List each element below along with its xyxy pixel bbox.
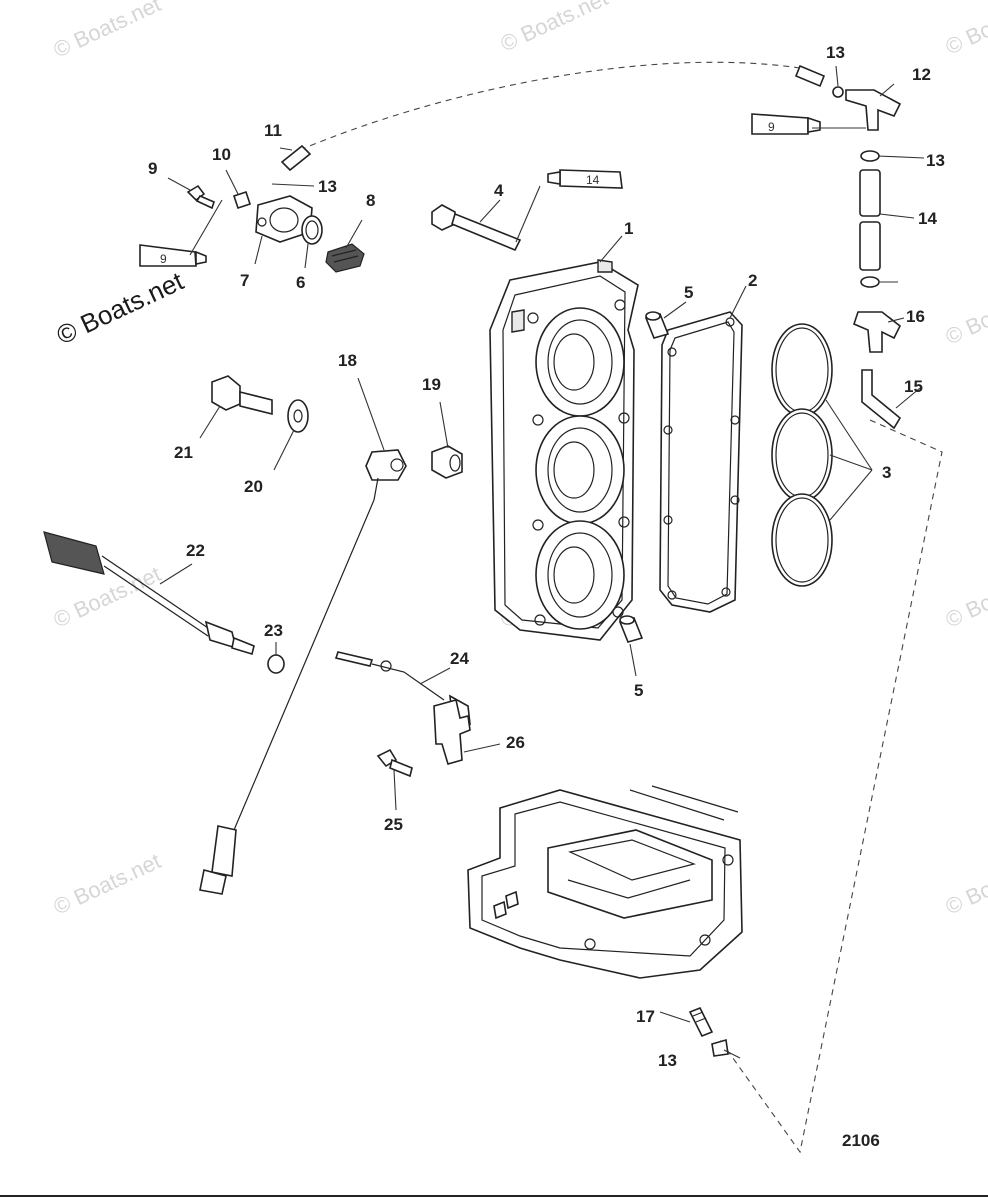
drawing-number: 2106	[842, 1131, 880, 1150]
o-ring-23	[267, 654, 285, 674]
nut-19	[431, 445, 463, 479]
thermostat-seal	[301, 215, 323, 245]
watermark-bottom-left: © Boats.net	[50, 848, 165, 919]
clamp-upper	[860, 150, 880, 162]
watermark-mid-right: © Boats.net	[942, 278, 988, 349]
hose-routing-line-top	[299, 61, 801, 151]
callout-19: 19	[422, 375, 441, 394]
screw-25	[376, 748, 413, 778]
o-rings	[771, 323, 833, 587]
callout-12: 12	[912, 65, 931, 84]
adapter-plate	[467, 785, 743, 979]
leader-lines	[159, 65, 925, 1059]
callout-2: 2	[748, 271, 757, 290]
callout-3: 3	[882, 463, 891, 482]
callout-26: 26	[506, 733, 525, 752]
watermark-prominent: © Boats.net	[52, 265, 189, 350]
callout-18: 18	[338, 351, 357, 370]
washer-20	[287, 399, 309, 433]
long-bolt	[431, 204, 522, 252]
tee-fitting-16	[853, 311, 902, 353]
watermark-bottom-right: © Boats.net	[942, 848, 988, 919]
bracket-26	[433, 699, 471, 765]
watermark-top-left: © Boats.net	[50, 0, 165, 63]
watermark-top-right: © Boats.net	[942, 0, 988, 60]
watermark-top-center: © Boats.net	[497, 0, 612, 57]
callout-25: 25	[384, 815, 403, 834]
callout-10: 10	[212, 145, 231, 164]
fitting-small	[232, 190, 252, 210]
callout-11: 11	[264, 121, 282, 140]
tee-fitting-12	[845, 89, 902, 131]
clamp-top	[832, 86, 844, 98]
clamp-lower	[860, 276, 880, 288]
temperature-sensor-harness	[43, 531, 255, 656]
cylinder-head-cover	[489, 259, 639, 641]
callout-17: 17	[636, 1007, 655, 1026]
hose-14	[859, 169, 881, 271]
callouts: 1 2 3 4 5 5 6 7 8 9 10 11 12 13 13 13 13…	[148, 43, 945, 1070]
callout-13-top: 13	[826, 43, 845, 62]
sealant-tube-9-left: 9	[139, 244, 207, 267]
callout-9: 9	[148, 159, 157, 178]
knock-sensor	[199, 449, 407, 895]
callout-7: 7	[240, 271, 249, 290]
hose-routing-line-right	[719, 419, 943, 1154]
watermark-mid-left: © Boats.net	[50, 561, 165, 632]
bolt-21	[211, 375, 273, 416]
callout-20: 20	[244, 477, 263, 496]
callout-1: 1	[624, 219, 633, 238]
clamp-bottom	[711, 1038, 729, 1057]
callout-15: 15	[904, 377, 923, 396]
callout-21: 21	[174, 443, 193, 462]
fitting-17	[688, 1006, 714, 1038]
sealant-tube-14: 14	[547, 169, 623, 189]
dowel-pin-lower	[618, 615, 644, 643]
callout-16: 16	[906, 307, 925, 326]
housing-screw	[186, 184, 215, 210]
hose-short	[280, 144, 312, 172]
callout-24: 24	[450, 649, 469, 668]
sealant-tube-9-right: 9	[751, 113, 821, 135]
callout-5-lower: 5	[634, 681, 643, 700]
sealant-tube-9-left-label: 9	[160, 252, 167, 266]
callout-6: 6	[296, 273, 305, 292]
callout-23: 23	[264, 621, 283, 640]
watermark-mid-right-2: © Boats.net	[942, 561, 988, 632]
thermostat	[325, 243, 365, 273]
cover-gasket	[659, 311, 743, 613]
callout-14: 14	[918, 209, 937, 228]
sealant-tube-14-label: 14	[586, 173, 600, 187]
callout-8: 8	[366, 191, 375, 210]
callout-13-bottom: 13	[658, 1051, 677, 1070]
callout-13-left: 13	[318, 177, 337, 196]
callout-5-upper: 5	[684, 283, 693, 302]
callout-22: 22	[186, 541, 205, 560]
sealant-tube-9-right-label: 9	[768, 120, 775, 134]
hose-small-top	[794, 64, 826, 88]
dowel-pin-upper	[644, 311, 670, 339]
callout-13-right: 13	[926, 151, 945, 170]
elbow-hose-15	[861, 369, 902, 430]
callout-4: 4	[494, 181, 504, 200]
